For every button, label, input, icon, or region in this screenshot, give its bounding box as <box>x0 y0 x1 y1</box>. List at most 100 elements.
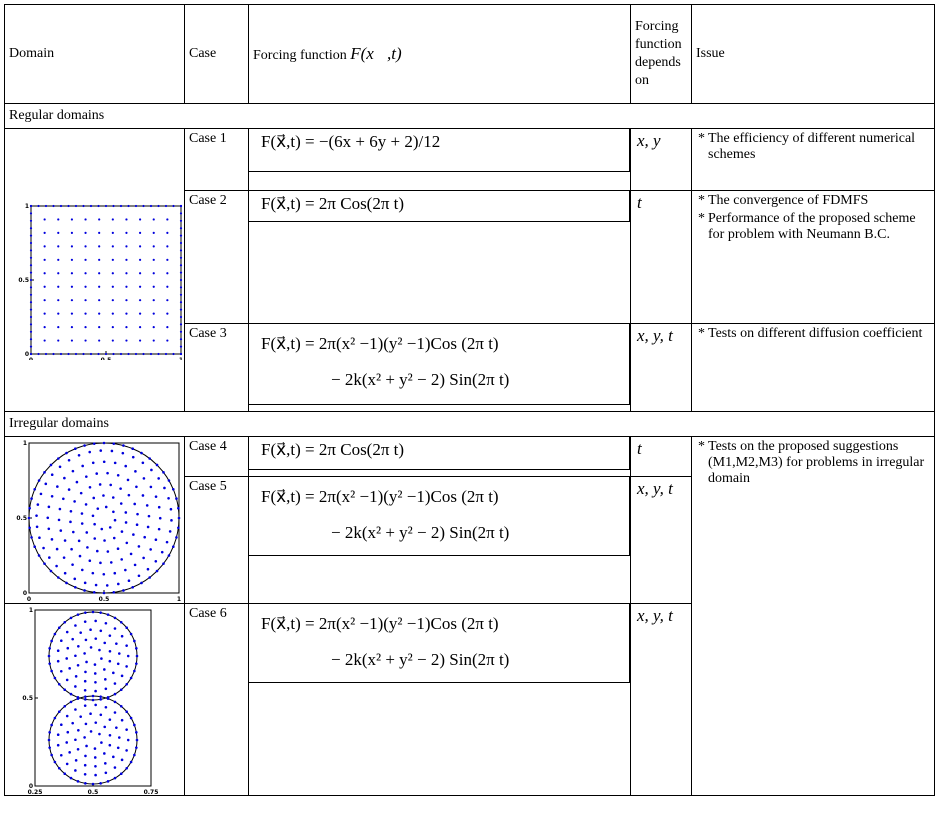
node-point <box>85 660 88 664</box>
node-point <box>105 584 109 587</box>
node-point <box>84 611 87 614</box>
node-point <box>111 339 114 342</box>
y-tick-label: 0 <box>29 783 33 790</box>
node-point <box>58 465 62 469</box>
node-point <box>53 760 57 764</box>
x-tick-label: 0 <box>29 357 33 360</box>
node-point <box>29 241 33 245</box>
node-point <box>119 502 123 505</box>
node-point <box>170 519 173 522</box>
node-point <box>166 258 169 261</box>
node-point <box>83 620 87 623</box>
node-point <box>57 766 61 770</box>
node-point <box>37 352 40 356</box>
node-point <box>35 525 39 529</box>
node-point <box>125 766 129 770</box>
node-point <box>83 763 87 767</box>
node-point <box>133 563 137 567</box>
node-point <box>63 620 67 624</box>
node-point <box>65 581 68 585</box>
node-point <box>99 695 102 698</box>
node-point <box>129 632 133 636</box>
node-point <box>57 299 60 302</box>
node-point <box>89 712 92 716</box>
node-point <box>89 352 93 356</box>
node-point <box>62 556 66 559</box>
node-point <box>104 687 108 691</box>
node-point <box>135 485 138 489</box>
node-point <box>76 664 80 667</box>
node-point <box>109 561 113 564</box>
node-point <box>43 299 46 302</box>
node-point <box>104 352 108 356</box>
node-point <box>116 473 120 477</box>
node-point <box>134 470 137 473</box>
node-point <box>125 258 128 261</box>
bullet-star: * <box>698 211 705 226</box>
header-row: Domain Case Forcing function F(x⃗,t) For… <box>4 4 935 104</box>
node-point <box>167 497 170 500</box>
node-point <box>121 451 125 455</box>
equation-cell: F(x⃗,t) = 2π Cos(2π t) <box>248 190 631 324</box>
node-point <box>29 234 33 237</box>
node-point <box>83 589 86 592</box>
node-point <box>56 485 59 488</box>
node-point <box>62 497 65 501</box>
x-tick-label: 0.75 <box>144 789 159 794</box>
node-point <box>73 577 77 581</box>
node-point <box>179 241 183 245</box>
node-point <box>92 442 96 445</box>
issue-item: *Tests on the proposed suggestions (M1,M… <box>698 439 930 487</box>
node-point <box>111 231 114 235</box>
node-point <box>115 726 118 729</box>
depends-value: x, y <box>630 128 692 191</box>
node-point <box>84 503 88 506</box>
node-point <box>49 569 53 573</box>
node-point <box>148 576 151 579</box>
node-point <box>79 631 82 634</box>
node-point <box>92 496 96 500</box>
node-point <box>50 473 54 477</box>
node-point <box>38 536 41 539</box>
node-point <box>57 285 60 288</box>
node-point <box>28 526 31 530</box>
node-point <box>115 642 118 645</box>
node-point <box>70 299 74 302</box>
node-point <box>27 516 31 520</box>
node-point <box>84 638 88 642</box>
node-point <box>100 657 103 660</box>
depends-value: x, y, t <box>630 323 692 412</box>
node-point <box>112 204 115 208</box>
header-issue: Issue <box>691 4 935 104</box>
node-point <box>88 450 92 454</box>
node-point <box>154 495 158 498</box>
node-point <box>69 776 73 780</box>
node-point <box>119 704 123 708</box>
node-point <box>179 345 183 348</box>
node-point <box>29 352 33 356</box>
node-point <box>43 312 46 315</box>
node-point <box>49 463 53 467</box>
node-point <box>65 741 69 744</box>
node-point <box>77 728 80 732</box>
node-point <box>113 518 117 522</box>
node-point <box>73 447 77 451</box>
node-point <box>67 204 70 208</box>
node-point <box>110 449 114 453</box>
node-point <box>93 663 97 666</box>
node-point <box>85 744 88 748</box>
node-point <box>98 325 101 329</box>
case-label: Case 1 <box>184 128 249 191</box>
node-point <box>82 352 85 356</box>
node-point <box>179 249 183 252</box>
node-point <box>70 218 74 221</box>
section-row-irregular: Irregular domains <box>4 411 935 437</box>
node-point <box>120 718 124 722</box>
node-point <box>127 352 130 356</box>
node-point <box>97 204 100 208</box>
node-point <box>70 258 74 261</box>
node-point <box>71 563 74 566</box>
node-point <box>29 204 33 208</box>
